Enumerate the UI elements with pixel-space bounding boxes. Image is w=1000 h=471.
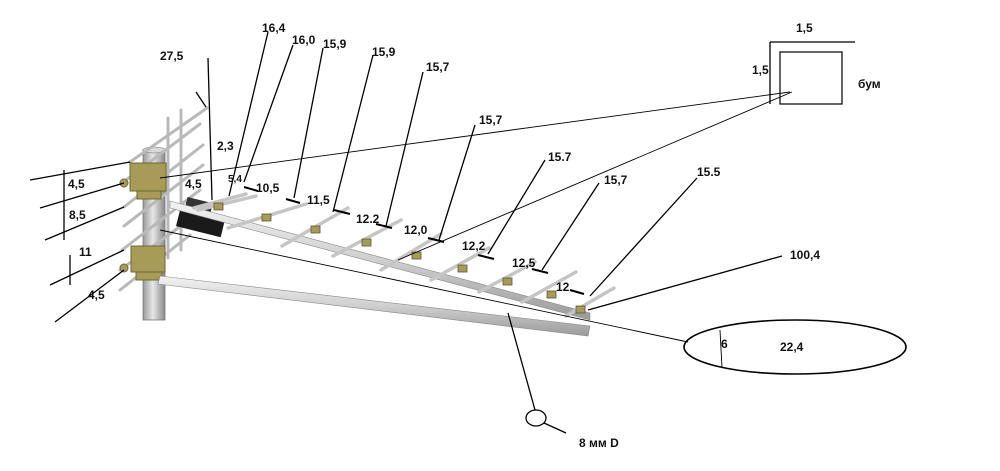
label-spacing-c: 5,4: [228, 174, 242, 185]
label-element-1: 16,4: [262, 21, 286, 35]
label-element-2: 16,0: [292, 33, 316, 47]
mast-brackets: [119, 162, 167, 281]
label-boom-section-h: 1,5: [752, 63, 769, 77]
spacing-labels: 2,3 4,5 5,4 10,5 11,5 12.2 12,0 12,2 12,…: [185, 139, 570, 294]
rod-labels: 8 мм D: [579, 436, 619, 450]
label-boom-length: 100,4: [790, 248, 820, 262]
label-element-8: 15,7: [604, 173, 628, 187]
label-refl-spacing-1: 4,5: [68, 177, 85, 191]
label-boom: бум: [858, 77, 881, 91]
boom-labels: 1,5 1,5 бум 100,4: [752, 21, 881, 262]
label-spacing-1: 10,5: [256, 181, 280, 195]
label-element-4: 15,9: [372, 45, 396, 59]
label-refl-spacing-4: 4,5: [88, 288, 105, 302]
label-element-9: 15.5: [697, 165, 721, 179]
element-length-labels: 27,5 16,4 16,0 15,9 15,9 15,7 15,7 15.7 …: [160, 21, 721, 187]
label-refl-spacing-3: 11: [79, 245, 92, 259]
label-rod: 8 мм D: [579, 436, 619, 450]
reflector-spacing-labels: 4,5 8,5 11 4,5: [68, 177, 105, 302]
label-element-5: 15,7: [426, 60, 450, 74]
label-spacing-7: 12: [556, 280, 570, 294]
label-spacing-a: 2,3: [217, 139, 234, 153]
label-boom-section-w: 1,5: [796, 21, 813, 35]
label-spacing-6: 12,5: [512, 256, 536, 270]
label-spacing-3: 12.2: [356, 212, 380, 226]
element-ellipse: [159, 229, 907, 375]
label-spacing-5: 12,2: [462, 239, 486, 253]
label-element-6: 15,7: [479, 113, 503, 127]
ellipse-labels: 22,4 6: [721, 337, 804, 354]
rod-symbol: [507, 312, 567, 434]
label-refl-spacing-2: 8,5: [69, 208, 86, 222]
label-ellipse-width: 22,4: [780, 340, 804, 354]
reflector-leader-lines: [29, 161, 131, 323]
label-spacing-b: 4,5: [185, 177, 202, 191]
label-spacing-4: 12,0: [404, 223, 428, 237]
element-clamps: [213, 202, 586, 314]
label-spacing-2: 11,5: [307, 193, 330, 207]
label-ellipse-height: 6: [721, 337, 728, 351]
boom-lower: [157, 275, 591, 337]
element-leader-lines: [195, 31, 783, 311]
label-element-3: 15,9: [323, 37, 347, 51]
label-element-7: 15.7: [548, 150, 572, 164]
boom-cross-section: [159, 41, 855, 261]
spacing-ticks: [243, 186, 585, 295]
label-reflector-top: 27,5: [160, 49, 184, 63]
